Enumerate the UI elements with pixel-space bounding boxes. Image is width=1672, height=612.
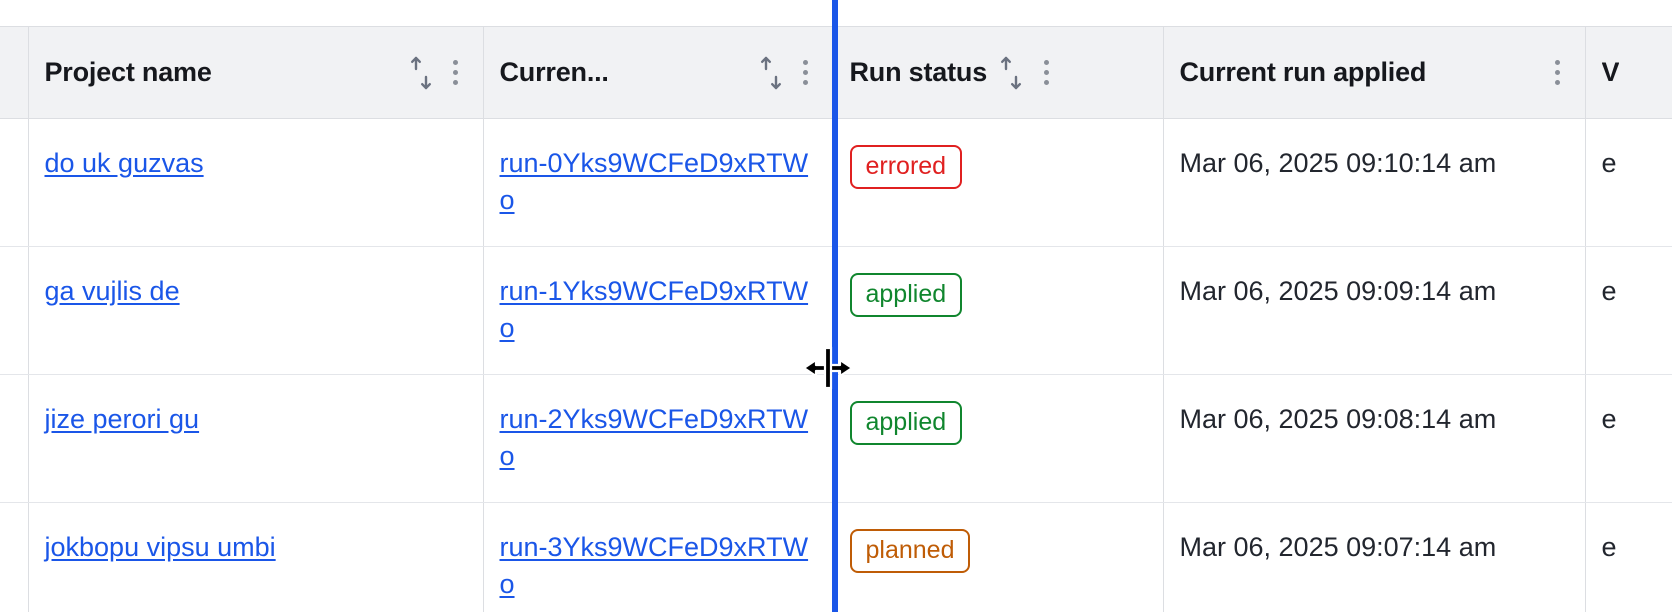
cell-project-name: jokbopu vipsu umbi	[28, 502, 484, 612]
current-run-link[interactable]: run-3Yks9WCFeD9xRTWo	[499, 532, 809, 599]
cell-next-column: e	[1585, 502, 1672, 612]
current-run-applied-text: Mar 06, 2025 09:09:14 am	[1179, 276, 1497, 306]
column-header-project-name[interactable]: Project name	[28, 26, 484, 119]
current-run-link[interactable]: run-1Yks9WCFeD9xRTWo	[499, 276, 809, 343]
kebab-menu-icon[interactable]	[795, 57, 817, 89]
cell-next-column: e	[1585, 246, 1672, 375]
next-column-text: e	[1601, 532, 1617, 562]
column-header-current-run[interactable]: Curren...	[483, 26, 834, 119]
kebab-menu-icon[interactable]	[1547, 57, 1569, 89]
cell-run-status: applied	[833, 374, 1164, 503]
project-name-link[interactable]: do uk guzvas	[44, 148, 204, 178]
column-header-label-run-status: Run status	[849, 57, 988, 87]
table-row[interactable]: jokbopu vipsu umbi run-3Yks9WCFeD9xRTWo …	[0, 502, 1672, 612]
cell-project-name: do uk guzvas	[28, 118, 484, 247]
cell-next-column: e	[1585, 374, 1672, 503]
current-run-applied-text: Mar 06, 2025 09:08:14 am	[1179, 404, 1497, 434]
column-header-label-next-column: V	[1601, 57, 1620, 87]
cell-current-run: run-0Yks9WCFeD9xRTWo	[483, 118, 834, 247]
projects-table: Project name	[0, 26, 1672, 612]
row-handle-cell[interactable]	[0, 502, 29, 612]
column-header-next-column[interactable]: V	[1585, 26, 1672, 119]
column-header-label-project-name: Project name	[44, 57, 212, 87]
cell-run-status: applied	[833, 246, 1164, 375]
cell-run-status: planned	[833, 502, 1164, 612]
status-badge: planned	[849, 529, 971, 573]
next-column-text: e	[1601, 276, 1617, 306]
current-run-link[interactable]: run-2Yks9WCFeD9xRTWo	[499, 404, 809, 471]
next-column-text: e	[1601, 404, 1617, 434]
cell-current-run: run-3Yks9WCFeD9xRTWo	[483, 502, 834, 612]
table-header: Project name	[0, 26, 1672, 119]
status-badge: applied	[849, 273, 963, 317]
column-header-run-status[interactable]: Run status	[833, 26, 1164, 119]
cell-project-name: jize perori gu	[28, 374, 484, 503]
row-handle-cell[interactable]	[0, 374, 29, 503]
table-body: do uk guzvas run-0Yks9WCFeD9xRTWo errore…	[0, 118, 1672, 612]
cell-run-status: errored	[833, 118, 1164, 247]
cell-current-run-applied: Mar 06, 2025 09:07:14 am	[1163, 502, 1586, 612]
cell-current-run: run-2Yks9WCFeD9xRTWo	[483, 374, 834, 503]
table-row[interactable]: do uk guzvas run-0Yks9WCFeD9xRTWo errore…	[0, 118, 1672, 247]
kebab-menu-icon[interactable]	[445, 57, 467, 89]
cell-current-run: run-1Yks9WCFeD9xRTWo	[483, 246, 834, 375]
column-header-row-handle[interactable]	[0, 26, 29, 119]
next-column-text: e	[1601, 148, 1617, 178]
cell-project-name: ga vujlis de	[28, 246, 484, 375]
cell-current-run-applied: Mar 06, 2025 09:08:14 am	[1163, 374, 1586, 503]
sort-arrows-icon[interactable]	[757, 56, 785, 90]
status-badge: applied	[849, 401, 963, 445]
row-handle-cell[interactable]	[0, 246, 29, 375]
project-name-link[interactable]: jokbopu vipsu umbi	[44, 532, 276, 562]
column-resize-guide-line[interactable]	[832, 0, 838, 612]
row-handle-cell[interactable]	[0, 118, 29, 247]
column-header-label-current-run: Curren...	[499, 57, 609, 87]
column-header-label-current-run-applied: Current run applied	[1179, 57, 1427, 87]
table-row[interactable]: jize perori gu run-2Yks9WCFeD9xRTWo appl…	[0, 374, 1672, 503]
table-header-row: Project name	[0, 26, 1672, 119]
sort-arrows-icon[interactable]	[997, 56, 1025, 90]
table-row[interactable]: ga vujlis de run-1Yks9WCFeD9xRTWo applie…	[0, 246, 1672, 375]
current-run-link[interactable]: run-0Yks9WCFeD9xRTWo	[499, 148, 809, 215]
kebab-menu-icon[interactable]	[1035, 57, 1057, 89]
cell-current-run-applied: Mar 06, 2025 09:10:14 am	[1163, 118, 1586, 247]
project-name-link[interactable]: ga vujlis de	[44, 276, 180, 306]
current-run-applied-text: Mar 06, 2025 09:07:14 am	[1179, 532, 1497, 562]
cell-next-column: e	[1585, 118, 1672, 247]
project-name-link[interactable]: jize perori gu	[44, 404, 200, 434]
current-run-applied-text: Mar 06, 2025 09:10:14 am	[1179, 148, 1497, 178]
cell-current-run-applied: Mar 06, 2025 09:09:14 am	[1163, 246, 1586, 375]
sort-arrows-icon[interactable]	[407, 56, 435, 90]
status-badge: errored	[849, 145, 963, 189]
column-header-current-run-applied[interactable]: Current run applied	[1163, 26, 1586, 119]
